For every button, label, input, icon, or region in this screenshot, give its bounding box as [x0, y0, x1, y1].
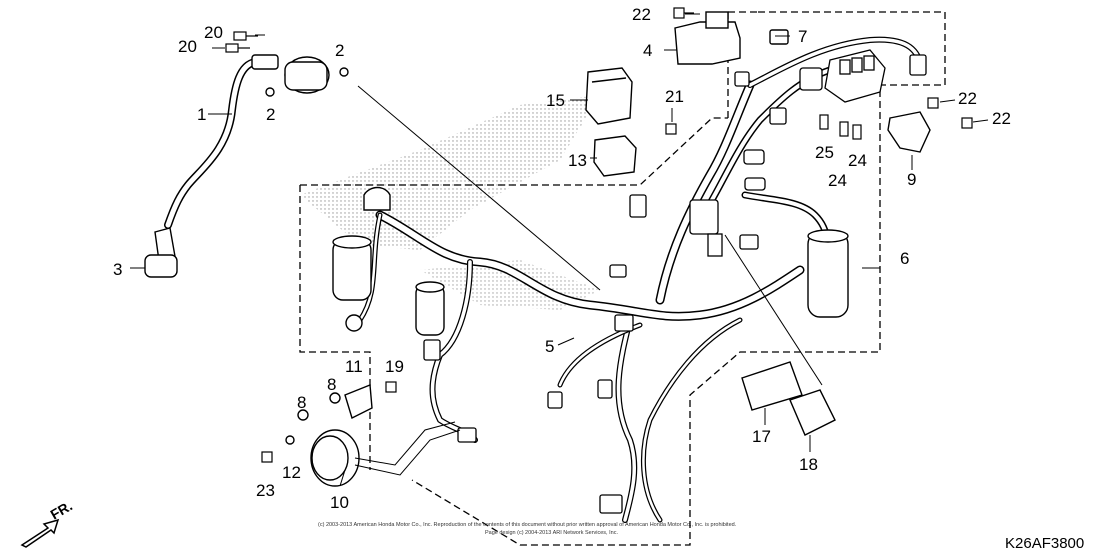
callout-23: 23: [256, 481, 275, 500]
callout-22-middle: 22: [958, 89, 977, 108]
leader-lines: [130, 13, 989, 487]
part-3-plug-cap: [144, 227, 178, 278]
callout-5: 5: [545, 337, 554, 356]
callout-2-bottom: 2: [266, 105, 275, 124]
callout-13: 13: [568, 151, 587, 170]
main-wire-harness: [357, 36, 923, 523]
horn: [285, 383, 373, 487]
callout-25: 25: [815, 143, 834, 162]
relays: [585, 11, 789, 177]
front-direction-arrow: FR.: [20, 497, 76, 548]
fuses: [819, 114, 862, 140]
callout-12: 12: [282, 463, 301, 482]
callout-2-top: 2: [335, 41, 344, 60]
callout-21: 21: [665, 87, 684, 106]
callout-22-right: 22: [992, 109, 1011, 128]
horn-wire: [354, 421, 461, 476]
part-1-cable: [164, 58, 259, 229]
copyright-line-1: (c) 2003-2013 American Honda Motor Co., …: [318, 522, 737, 528]
part-9-sensor: [887, 111, 931, 153]
callout-4: 4: [643, 41, 652, 60]
callout-8-top: 8: [327, 375, 336, 394]
callout-20-top: 20: [204, 23, 223, 42]
callout-24-bottom: 24: [828, 171, 847, 190]
callout-22-top: 22: [632, 5, 651, 24]
fuse-box: [824, 49, 886, 103]
callout-19: 19: [385, 357, 404, 376]
callout-1: 1: [197, 105, 206, 124]
callout-15: 15: [546, 91, 565, 110]
harness-connectors: [423, 54, 927, 514]
ignition-coil: [251, 54, 349, 97]
part-17-18-modules: [741, 361, 836, 436]
callout-labels: 1 2 2 3 4 5 6 7 8 8 9 10 11 12 13 15 17 …: [113, 5, 1011, 512]
callout-11: 11: [345, 357, 363, 376]
callout-8-bottom: 8: [297, 393, 306, 412]
callout-6: 6: [900, 249, 909, 268]
callout-3: 3: [113, 260, 122, 279]
copyright-line-2: Page design (c) 2004-2013 ARI Network Se…: [485, 530, 618, 536]
callout-20-bottom: 20: [178, 37, 197, 56]
diagram-code: K26AF3800: [1005, 535, 1084, 552]
callout-9: 9: [907, 170, 916, 189]
callout-10: 10: [330, 493, 349, 512]
callout-17: 17: [752, 427, 771, 446]
bolts: [225, 7, 973, 463]
front-label: FR.: [48, 497, 76, 522]
noise-filters: [332, 186, 849, 336]
callout-7: 7: [798, 27, 807, 46]
callout-24-right: 24: [848, 151, 867, 170]
callout-18: 18: [799, 455, 818, 474]
